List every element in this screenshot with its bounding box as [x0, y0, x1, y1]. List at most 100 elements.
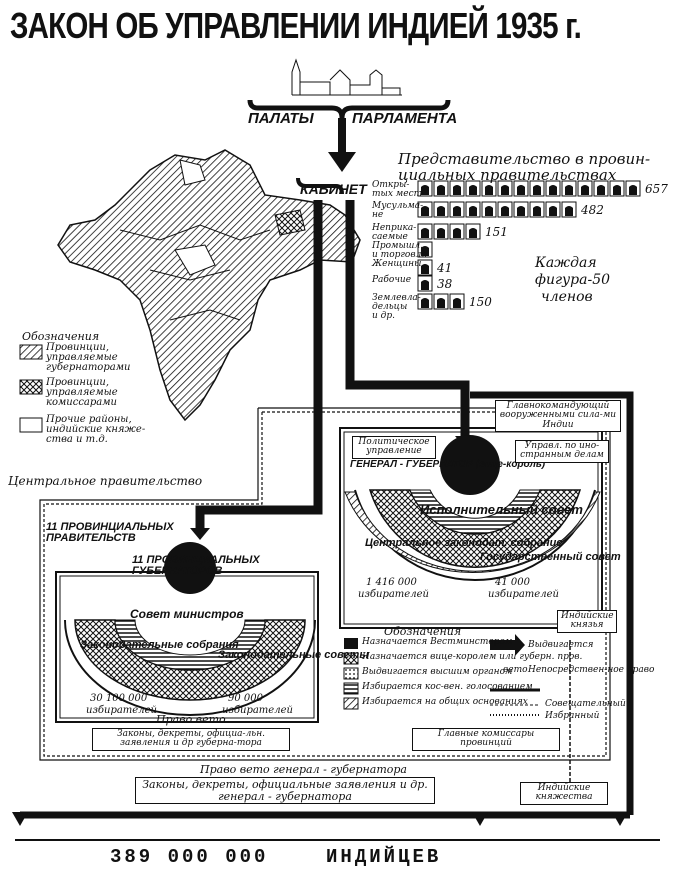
representation-figure-mark [421, 228, 429, 238]
representation-figure-mark [469, 228, 477, 238]
representation-figure-mark [437, 228, 445, 238]
central-voters-right-word: избирателей [488, 589, 559, 600]
representation-figure-mark [581, 185, 589, 195]
council-of-ministers: Совет министров [130, 607, 244, 621]
governor-general-veto: Право вето генерал - губернатора [200, 763, 407, 776]
legend-elected: Избранный [545, 711, 600, 721]
provincial-governor-circle [164, 542, 216, 594]
provincial-voters-right: 90 000 [228, 693, 263, 704]
representation-title-1: Представительство в провин- [398, 150, 651, 168]
representation-figure-mark [565, 185, 573, 195]
cabinet-label: КАБИНЕТ [300, 181, 367, 197]
governor-general-laws: Законы, декреты, официальные заявления и… [135, 777, 435, 805]
representation-figure-mark [437, 185, 445, 195]
legend-westminster: Назначается Вестминстером [362, 637, 513, 647]
representation-row-label: Откры- тых мест [372, 180, 423, 199]
indian-principalities: Индийские княжества [520, 782, 608, 805]
foreign-affairs: Управл. по ино-странным делам [515, 440, 609, 463]
legend-heading: Обозначения [384, 625, 462, 638]
representation-figure-mark [629, 185, 637, 195]
representation-figure-mark [421, 298, 429, 308]
representation-row-value: 482 [581, 203, 604, 217]
indian-princes: Индийские князья [557, 610, 617, 633]
legend-viceroy: Назначается вице-королем или губерн. про… [362, 652, 583, 662]
legislative-assemblies: Законодательные собрания [80, 639, 239, 651]
cabinet-to-governor-general-line [345, 200, 470, 440]
legend-nominated: Выдвигается высшим органом [362, 667, 513, 677]
central-box [339, 427, 603, 629]
figure-note-2: фигура-50 [535, 272, 611, 288]
governor-general-circle [440, 435, 500, 495]
representation-figure-mark [501, 206, 509, 216]
representation-figure-mark [421, 206, 429, 216]
legend-commissioners-swatch [19, 379, 43, 395]
state-council: Государственный совет [480, 551, 621, 563]
provincial-governors: 11 ПРОВИНЦИАЛЬНЫХ ГУБЕРНАТОРОВ [132, 554, 260, 577]
population-label: ИНДИЙЦЕВ [326, 846, 442, 868]
representation-figure-mark [517, 206, 525, 216]
map-legend-commissioners: Провинции, управляемые комиссарами [46, 377, 118, 408]
representation-row-label: Рабочие [372, 275, 412, 285]
population-line-text: 389 000 000 ИНДИЙЦЕВ [110, 848, 441, 867]
legend-nominated-arrow: Выдвигается [528, 640, 594, 650]
representation-row-label: Промышл. и торговля [372, 241, 428, 260]
commander-in-chief: Главнокомандующий вооруженными сила-ми И… [495, 400, 621, 433]
provincial-voters-left-word: избирателей [86, 705, 157, 716]
representation-figure-mark [517, 185, 525, 195]
map-legend-other: Прочие районы, индийские княже-ства и т.… [46, 414, 146, 445]
representation-row-value: 38 [437, 277, 453, 291]
representation-row-label: Мусульма- не [372, 201, 424, 220]
legend-veto-tag: вето [503, 665, 528, 675]
representation-figure-mark [533, 185, 541, 195]
representation-figure-mark [613, 185, 621, 195]
representation-figure-mark [501, 185, 509, 195]
representation-figure-mark [453, 206, 461, 216]
representation-figure-mark [485, 185, 493, 195]
representation-figure-mark [437, 206, 445, 216]
parliament-label: ПАРЛАМЕНТА [352, 110, 458, 127]
legend-general: Избирается на общих основаниях [362, 697, 528, 707]
representation-figure-mark [421, 264, 429, 274]
representation-figure-mark [453, 298, 461, 308]
representation-figure-mark [565, 206, 573, 216]
representation-figures [417, 180, 641, 310]
population-number: 389 000 000 [110, 846, 269, 868]
provincial-governments: 11 ПРОВИНЦИАЛЬНЫХ ПРАВИТЕЛЬСТВ [46, 521, 174, 544]
political-department: Политическое управление [352, 436, 436, 459]
provincial-voters-left: 30 100 000 [90, 693, 148, 704]
representation-row-label: Неприка- саемые [372, 223, 417, 242]
representation-row-label: Землевла- дельцы и др. [372, 293, 421, 321]
representation-figure-mark [533, 206, 541, 216]
representation-figure-mark [469, 185, 477, 195]
central-assembly: Центральное законодат. собрание [365, 537, 563, 549]
governor-general-label: ГЕНЕРАЛ - ГУБЕРНАТОР (вице-король) [350, 459, 546, 470]
representation-figure-mark [549, 206, 557, 216]
parliament-building-icon [291, 58, 402, 96]
representation-row-value: 150 [469, 295, 492, 309]
representation-title-2: циальных правительствах [398, 166, 617, 184]
provincial-veto: Право вето [156, 713, 226, 726]
chambers-label: ПАЛАТЫ [248, 110, 314, 127]
representation-row-label: Женщины [372, 259, 422, 269]
representation-figure-mark [421, 185, 429, 195]
central-voters-left: 1 416 000 [366, 577, 417, 588]
cabinet-to-provinces-line [195, 200, 323, 530]
representation-figure-mark [437, 298, 445, 308]
map-legend-governors: Провинции, управляемые губернаторами [46, 342, 131, 373]
representation-figure-mark [549, 185, 557, 195]
representation-figure-mark [453, 185, 461, 195]
chief-commissioners: Главные комиссары провинций [412, 728, 560, 751]
map-legend-heading: Обозначения [22, 330, 100, 343]
representation-figure-mark [421, 280, 429, 290]
central-voters-left-word: избирателей [358, 589, 429, 600]
representation-figure-mark [421, 246, 429, 256]
representation-row-value: 151 [485, 225, 508, 239]
representation-figure-mark [597, 185, 605, 195]
legend-other-swatch [19, 417, 43, 433]
representation-figure-mark [485, 206, 493, 216]
representation-row-value: 657 [645, 182, 668, 196]
figure-note-3: членов [541, 289, 593, 305]
provincial-laws: Законы, декреты, официа-льн. заявления и… [92, 728, 290, 751]
